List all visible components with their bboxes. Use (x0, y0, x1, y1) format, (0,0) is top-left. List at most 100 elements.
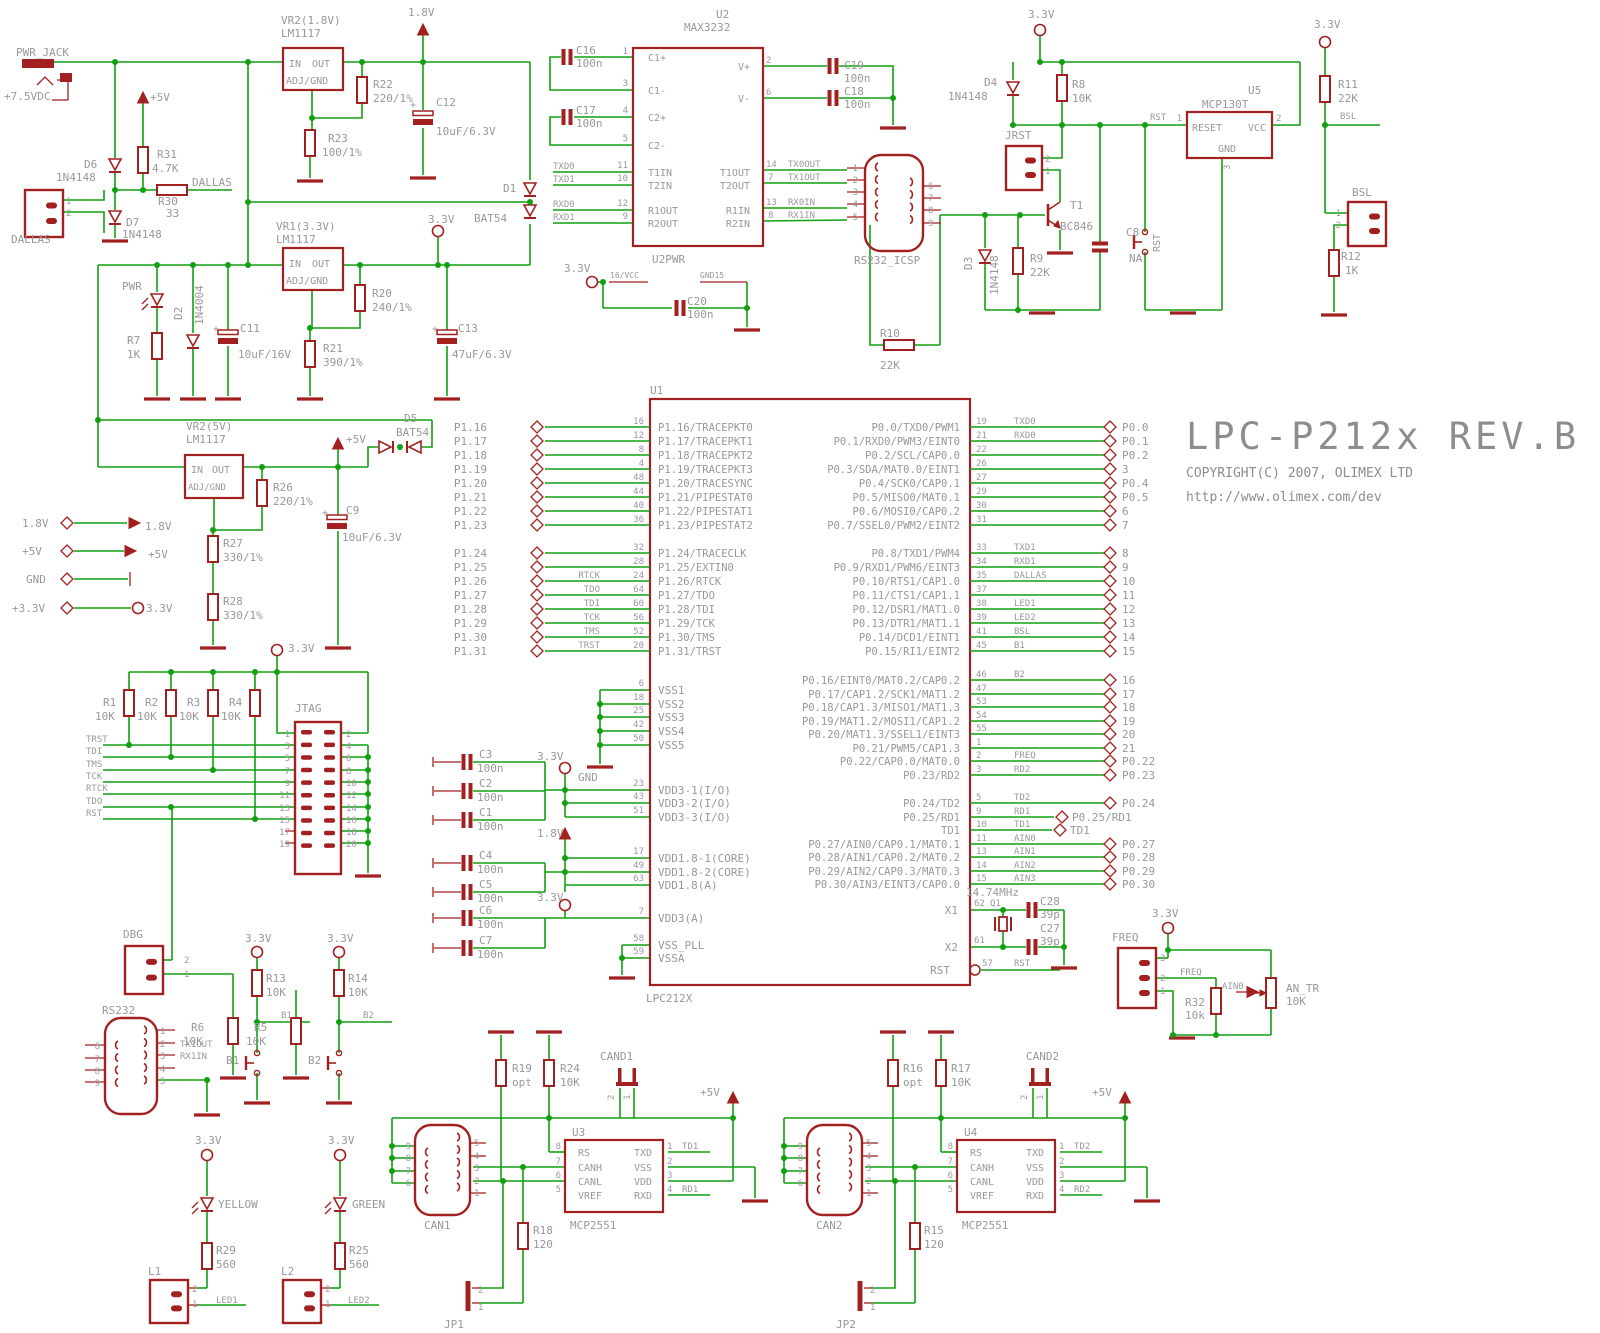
label: 1.8V (537, 827, 564, 840)
db9-pin (874, 199, 879, 210)
junction-dot (397, 444, 403, 450)
segment (191, 1201, 199, 1209)
port-diamond (1103, 630, 1117, 644)
port-diamond (1103, 476, 1117, 490)
capacitor (1092, 241, 1108, 246)
label: ADJ/GND (286, 76, 328, 87)
label: C28 (1040, 895, 1060, 908)
label: R11 (1338, 78, 1358, 91)
polarized-cap (412, 110, 434, 117)
vendor-url[interactable]: http://www.olimex.com/dev (1186, 490, 1382, 505)
pin-function: P1.25/EXTIN0 (658, 562, 734, 574)
pin-function: P1.29/TCK (658, 618, 716, 630)
label: 1.8V (408, 6, 435, 19)
jtag-pad (301, 755, 312, 760)
label: 22K (880, 359, 900, 372)
resistor (354, 284, 366, 312)
label: U2PWR (652, 253, 685, 266)
port-diamond (1103, 796, 1117, 810)
label: DALLAS (192, 176, 232, 189)
label: GND15 (700, 271, 724, 280)
junction-dot (252, 669, 258, 675)
junction-dot (245, 262, 251, 268)
label: R4 (229, 696, 243, 709)
header-pin (1139, 960, 1150, 966)
label: RST (1152, 234, 1163, 252)
connector-bar (60, 73, 72, 82)
label: 2 (1336, 221, 1341, 231)
diode (107, 158, 123, 172)
label: LM1117 (276, 233, 316, 246)
label: 39p (1040, 908, 1060, 921)
junction-dot (1170, 1032, 1176, 1038)
junction-dot (190, 262, 196, 268)
pin-function: P0.10/RTS1/CAP1.0 (853, 576, 960, 588)
label: 2 (866, 1177, 871, 1187)
junction-dot (982, 212, 988, 218)
port-label: 20 (1122, 728, 1135, 741)
pin-function: P0.6/MOSI0/CAP0.2 (853, 506, 960, 518)
button-contact (253, 1049, 261, 1057)
port-diamond (530, 644, 544, 658)
label: CAND1 (600, 1050, 633, 1063)
resistor (151, 332, 163, 360)
label: 1 (1336, 209, 1341, 219)
label: + (410, 100, 416, 111)
port-diamond (530, 546, 544, 560)
junction-dot (600, 279, 606, 285)
junction-dot (210, 767, 216, 773)
label: 14 (346, 804, 357, 814)
jtag-header (293, 720, 343, 876)
resistor (1012, 247, 1024, 275)
junction-dot (1097, 122, 1103, 128)
junction-dot (365, 828, 371, 834)
pin-number: 29 (976, 487, 987, 497)
label: VSS5 (658, 739, 685, 752)
port-diamond (1103, 434, 1117, 448)
label: BSL (1352, 186, 1372, 199)
label: 58 (633, 934, 644, 944)
label: opt (903, 1076, 923, 1089)
net-label: RD1 (1014, 807, 1030, 817)
junction-dot (1037, 59, 1043, 65)
label: 10K (266, 986, 286, 999)
pin-number: 38 (976, 599, 987, 609)
pin-function: P0.24/TD2 (903, 798, 960, 810)
label: 2 (1020, 1095, 1030, 1100)
port-label: P1.26 (454, 575, 487, 588)
label: 2 (192, 1285, 197, 1295)
label: 3 (1160, 954, 1165, 964)
pin-number: 41 (976, 627, 987, 637)
label: 1 (623, 1095, 633, 1100)
label: 3 (285, 742, 290, 752)
label: 9 (285, 779, 290, 789)
label: TRST (86, 735, 108, 745)
jtag-pad (301, 742, 312, 748)
db9-pin (874, 212, 879, 222)
port-diamond (1053, 823, 1067, 837)
label: RS (578, 1148, 590, 1159)
pin-number: 47 (976, 684, 987, 694)
label: PWR (122, 280, 142, 293)
label: 7 (95, 1055, 100, 1065)
label: R18 (533, 1224, 553, 1237)
capacitor (1092, 248, 1108, 253)
label: 12 (346, 791, 357, 801)
label: 2 (160, 1040, 165, 1050)
supply-circle (250, 945, 264, 959)
diode (1005, 81, 1021, 95)
port-diamond (1103, 448, 1117, 462)
junction-dot (781, 1155, 787, 1161)
port-diamond (1103, 616, 1117, 630)
junction-dot (365, 767, 371, 773)
label: R22 (373, 78, 393, 91)
db9-pin (114, 1065, 119, 1075)
capacitor (461, 884, 466, 900)
net-label: TD2 (1014, 793, 1030, 803)
pin-function: P1.21/PIPESTAT0 (658, 492, 753, 504)
label: 9 (798, 1142, 803, 1152)
label: TMS (86, 760, 102, 770)
capacitor (827, 58, 832, 74)
pin-number: 2 (976, 751, 981, 761)
junction-dot (781, 1143, 787, 1149)
